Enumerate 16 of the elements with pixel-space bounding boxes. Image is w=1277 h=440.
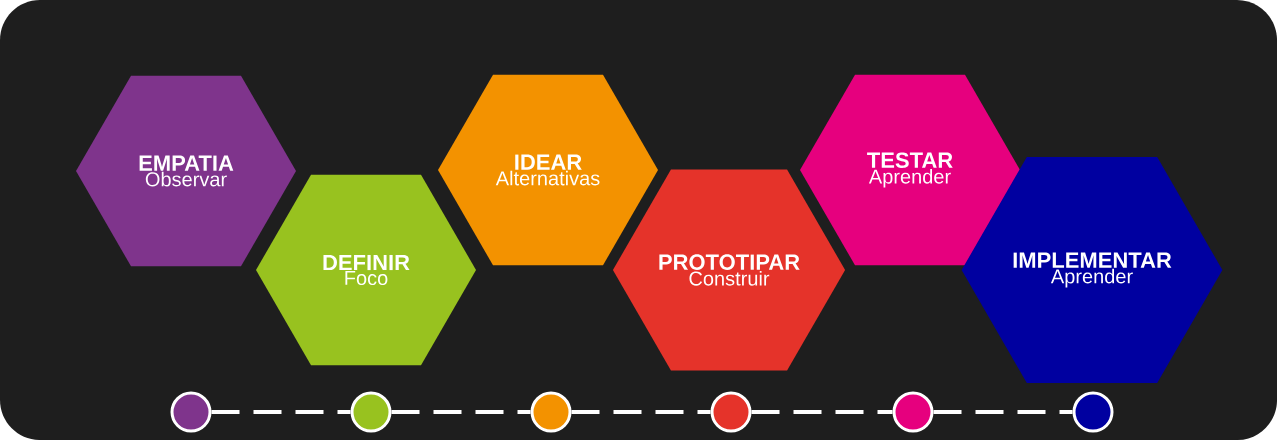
circle-marker	[1072, 391, 1114, 433]
hexagon: DEFINIR Foco	[256, 174, 476, 366]
circle-marker	[350, 391, 392, 433]
dashed-line	[751, 410, 893, 414]
hexagon: EMPATIA Observar	[76, 75, 296, 267]
hexagon: PROTOTIPAR Construir	[612, 169, 846, 371]
dashed-line	[211, 410, 351, 414]
dashed-line	[933, 410, 1073, 414]
dashed-line	[571, 410, 711, 414]
dashed-line	[391, 410, 531, 414]
circle-marker	[892, 391, 934, 433]
hexagon: IMPLEMENTAR Aprender	[961, 157, 1223, 383]
circle-marker	[710, 391, 752, 433]
circle-marker	[170, 391, 212, 433]
circle-marker	[530, 391, 572, 433]
hexagon: IDEAR Alternativas	[438, 74, 658, 266]
